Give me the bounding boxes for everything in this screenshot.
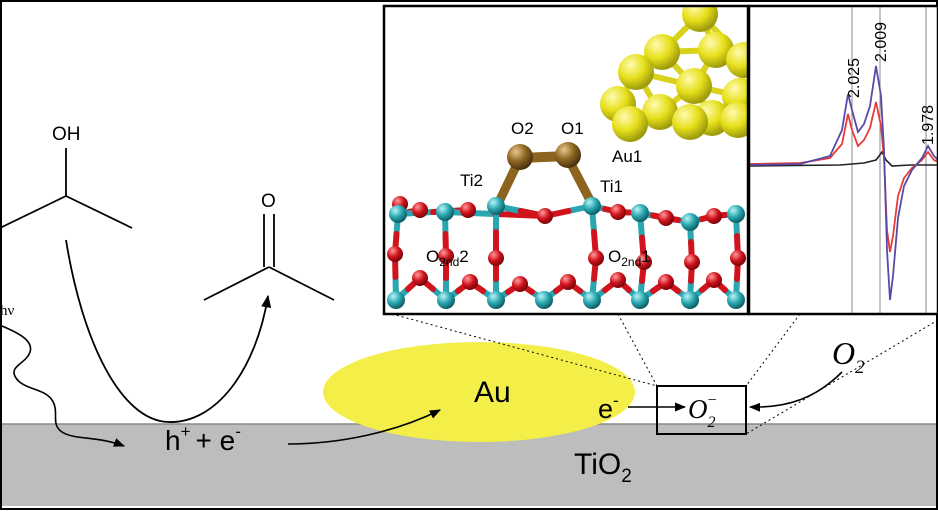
zoom-guide-lines (391, 313, 938, 435)
o1-atom-label: O1 (561, 119, 584, 138)
ti1-atom-label: Ti1 (600, 177, 623, 196)
oxygen-atom (610, 204, 626, 220)
o2nd2-atom-label: O2nd2 (426, 247, 469, 269)
titanium-atom (487, 291, 505, 309)
gold-atom (642, 94, 678, 130)
titanium-atom (436, 203, 454, 221)
carbonyl-label: O (261, 191, 276, 212)
electron-label: e- (598, 391, 619, 424)
carrier-label: h++ e- (165, 422, 241, 456)
spectrum-inset: 2.025 2.009 1.978 (747, 4, 938, 316)
oxygen-atom (684, 254, 700, 270)
oxygen-atom (537, 208, 553, 224)
ti2-atom-label: Ti2 (460, 171, 483, 190)
oxygen-atom (512, 276, 528, 292)
titanium-atom (681, 291, 699, 309)
superoxide-label: O2− (688, 392, 717, 431)
titanium-atom (389, 205, 407, 223)
titanium-atom (631, 204, 649, 222)
titanium-atom (631, 291, 649, 309)
oxygen-label: O2 (832, 335, 865, 378)
o2nd1-atom-label: O2nd1 (608, 247, 651, 269)
oxygen-atom (658, 274, 674, 290)
oxygen-atom (636, 254, 652, 270)
titanium-atom (583, 197, 601, 215)
oxygen-atom (658, 210, 674, 226)
oxygen-atom (560, 274, 576, 290)
titanium-atom (583, 291, 601, 309)
oxygen-atom (412, 270, 428, 286)
peak-label-2009: 2.009 (873, 22, 890, 62)
acetone-structure (203, 214, 335, 301)
oxygen-atom (610, 272, 626, 288)
titanium-atom (535, 291, 553, 309)
oxygen-atom (588, 250, 604, 266)
titanium-atom (387, 291, 405, 309)
oxygen-atom (488, 250, 504, 266)
oxygen-atom (438, 248, 454, 264)
gold-nanoparticle (323, 342, 635, 442)
gold-atom (644, 34, 680, 70)
light-label: hν (0, 303, 15, 319)
gold-atom (612, 106, 648, 142)
titanium-atom (437, 291, 455, 309)
gold-atom (676, 68, 712, 104)
oxygen-arrow (748, 371, 843, 412)
spectrum-series-b (749, 65, 938, 301)
isopropanol-structure (0, 148, 133, 229)
spectrum-series-c (749, 150, 938, 167)
titanium-atom (727, 205, 745, 223)
gold-cluster (600, 6, 748, 142)
oxygen-atom (460, 202, 476, 218)
gold-atom (726, 42, 748, 78)
oxygen-atom (706, 272, 722, 288)
structure-inset: O2 O1 Au1 Ti2 Ti1 O2nd2 O2nd1 (382, 4, 750, 316)
oxygen-atom (706, 208, 722, 224)
gold-atom (698, 32, 734, 68)
gold-label: Au (474, 376, 511, 409)
o2-atom-label: O2 (511, 119, 534, 138)
peak-label-2025: 2.025 (846, 58, 863, 98)
titanium-atom (681, 213, 699, 231)
oxygen-atom (462, 274, 478, 290)
adsorbed-o2 (493, 142, 597, 209)
support-label: TiO2 (574, 448, 632, 487)
oxygen-atom (730, 250, 746, 266)
superoxide-box (656, 385, 747, 435)
peak-label-1978: 1.978 (920, 105, 937, 145)
electron-transfer-arrow (287, 409, 442, 445)
gold-atom (672, 104, 708, 140)
gold-atom (682, 6, 718, 32)
gold-atom (618, 54, 654, 90)
gold-atom (720, 102, 748, 138)
au1-atom-label: Au1 (612, 147, 642, 166)
titanium-atom (487, 197, 505, 215)
light-arrow (1, 325, 126, 447)
oxygen-atom (412, 202, 428, 218)
titanium-atom (727, 291, 745, 309)
oxygen-atom (387, 246, 403, 262)
hydroxyl-label: OH (52, 124, 81, 145)
oxidation-arrow (65, 239, 272, 423)
